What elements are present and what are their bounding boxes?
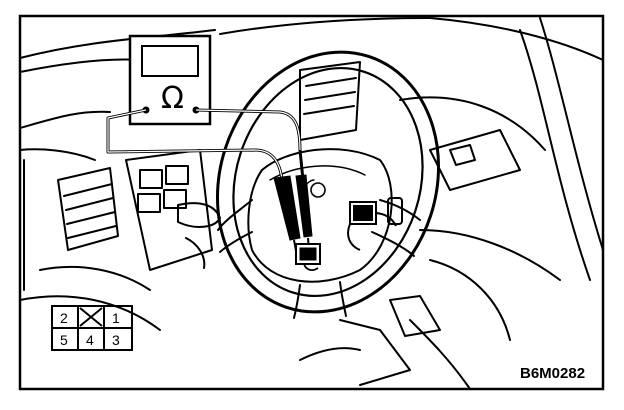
- steering-wheel-icon: [215, 50, 441, 319]
- ohmmeter-unit-symbol: Ω: [161, 81, 184, 116]
- test-probes: [273, 174, 321, 271]
- connector-pin: 5: [60, 332, 68, 348]
- figure-border: [18, 14, 605, 391]
- test-leads: [106, 108, 305, 181]
- connector-pin: 2: [60, 310, 68, 326]
- figure-code: B6M0282: [520, 365, 585, 382]
- connector-pin: 3: [112, 332, 120, 348]
- connector-pin: 1: [112, 310, 120, 326]
- airbag-connector: [347, 197, 403, 251]
- connector-pin: 4: [86, 332, 94, 348]
- connector-pin-diagram-icon: [51, 305, 133, 351]
